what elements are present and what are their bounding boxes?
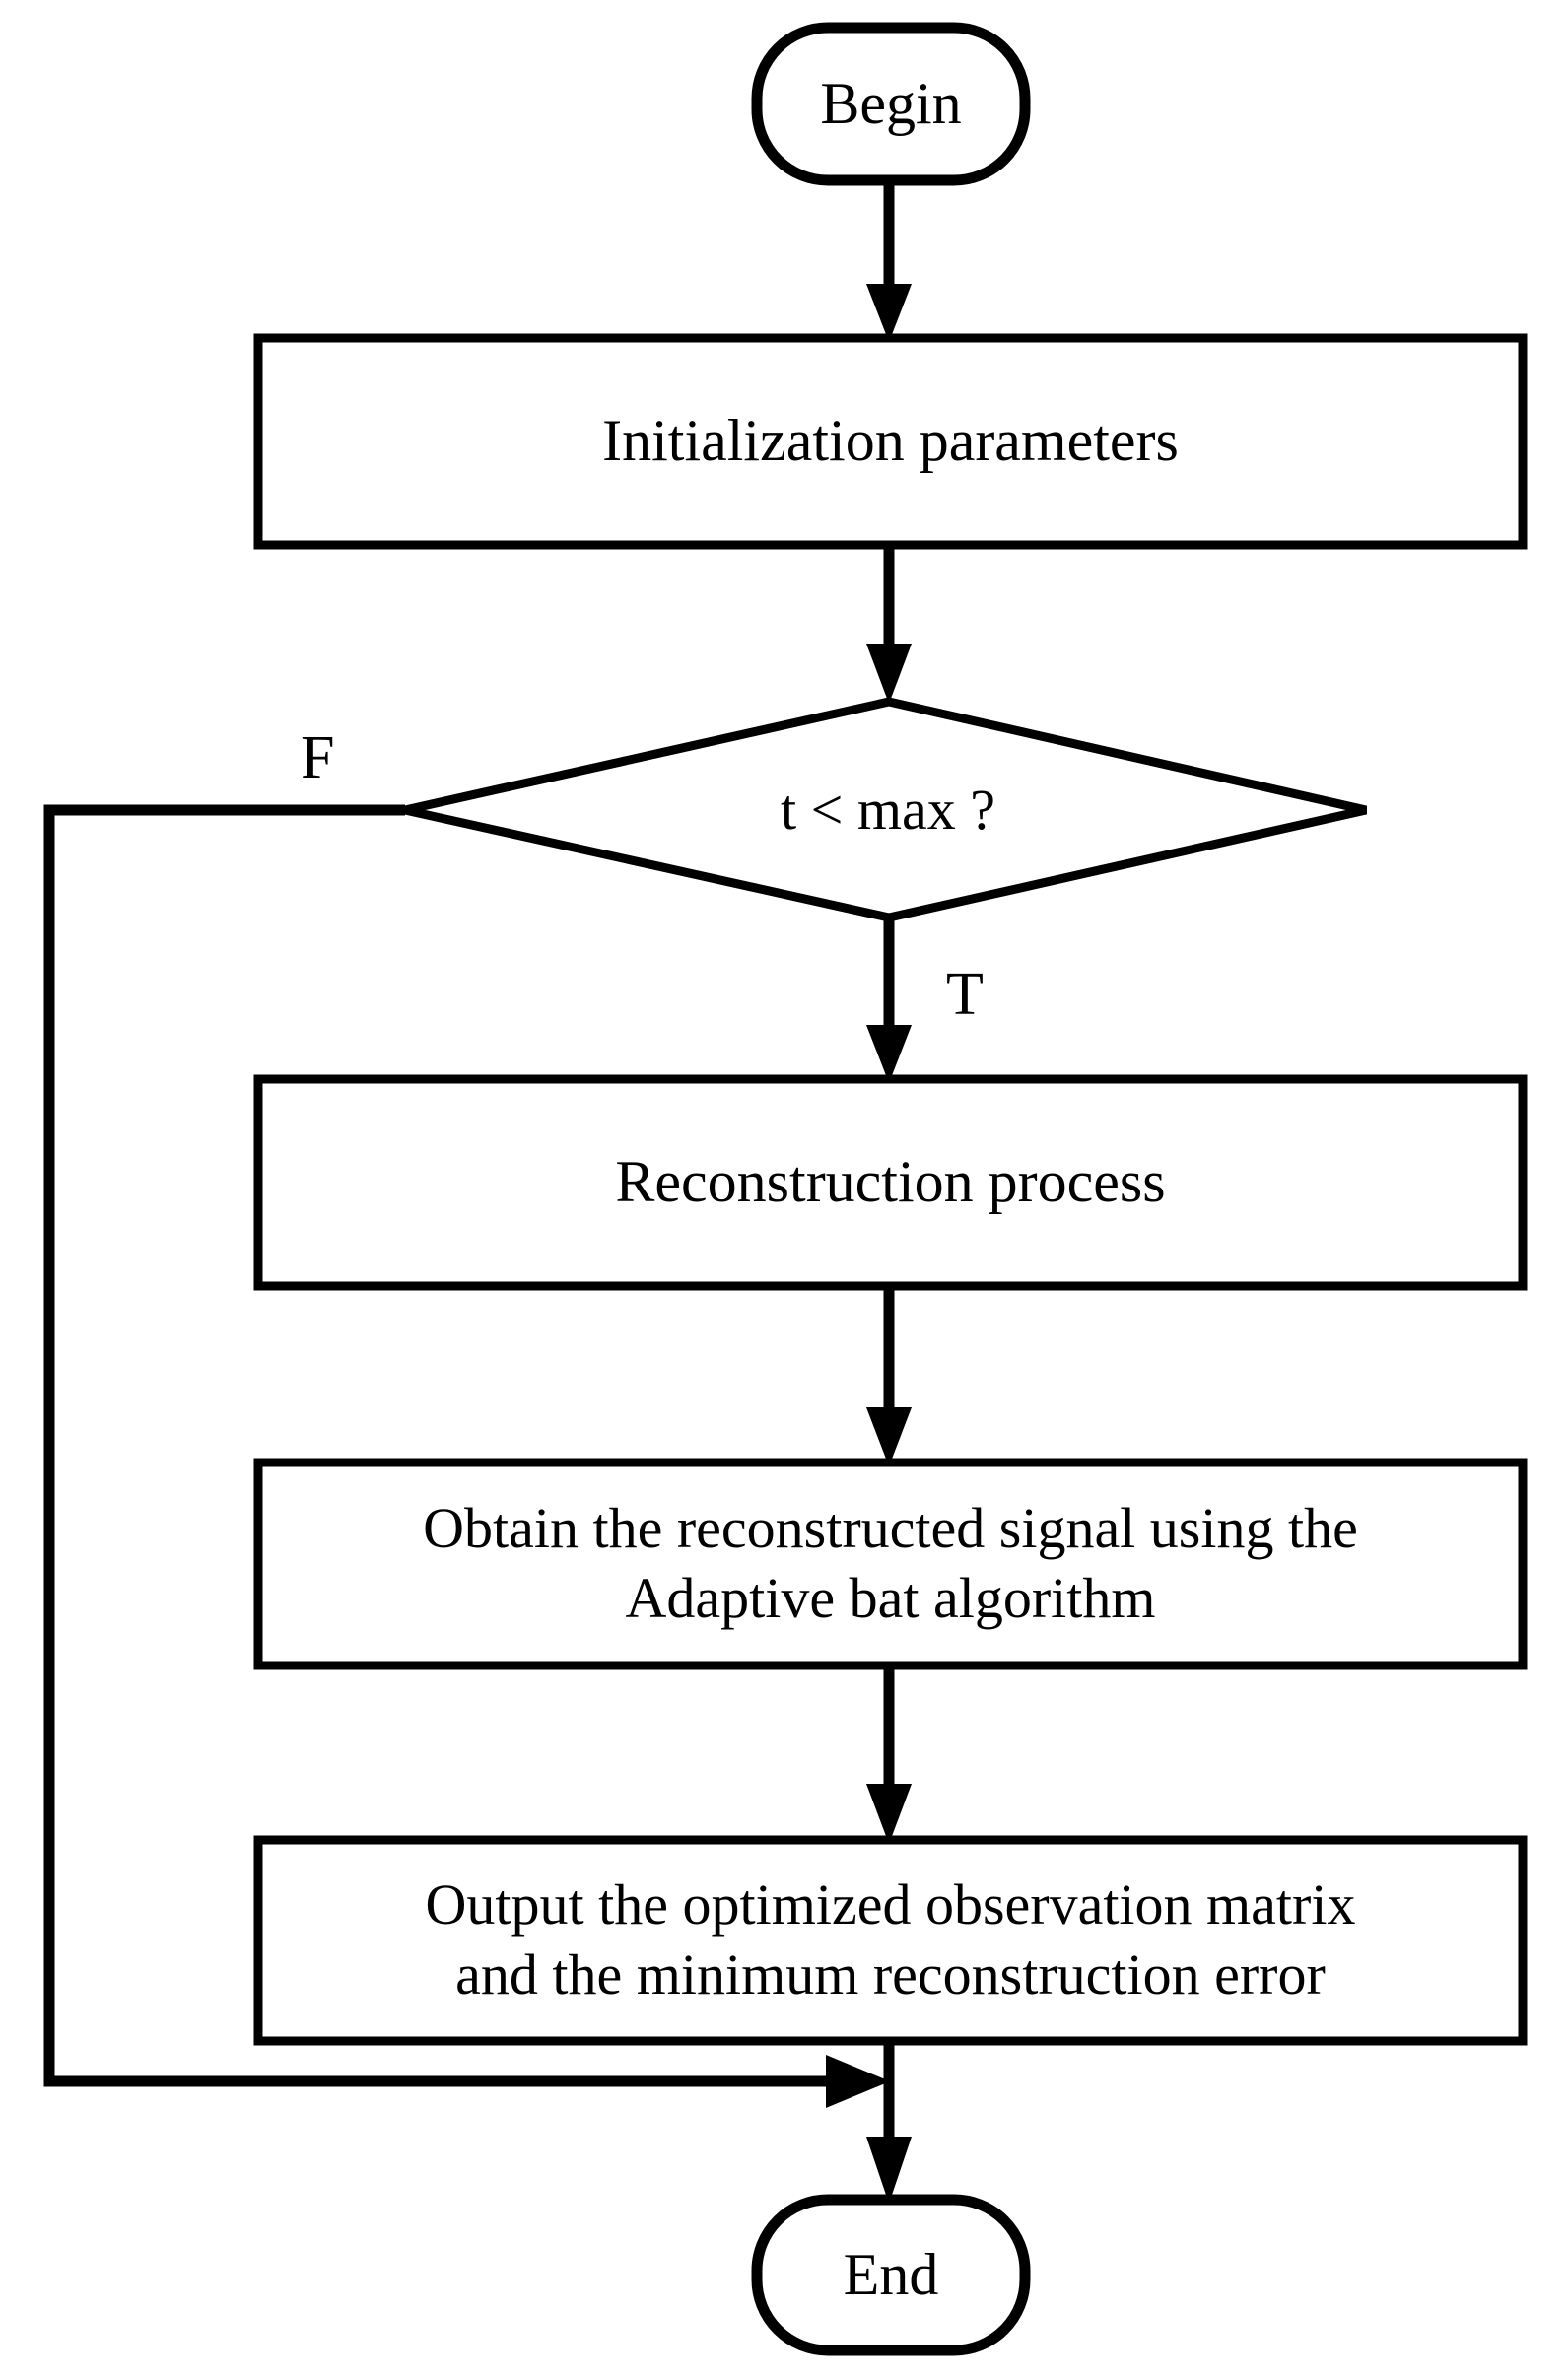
node-init-shape[interactable]: [253, 333, 1528, 550]
edge-reconstruction-to-obtain: [866, 1286, 912, 1466]
edge-obtain-to-output: [866, 1665, 912, 1844]
node-output-shape[interactable]: [253, 1835, 1528, 2046]
node-begin-shape[interactable]: [751, 22, 1031, 186]
edge-label-true: T: [946, 961, 984, 1028]
node-obtain-shape[interactable]: [253, 1458, 1528, 1670]
node-end-shape[interactable]: [751, 2194, 1031, 2356]
edge-decision-false-feedback: [43, 804, 890, 2108]
edge-output-to-end: [866, 2041, 912, 2204]
node-decision-shape[interactable]: [404, 697, 1367, 922]
edge-init-to-decision: [866, 545, 912, 704]
node-reconstruction-shape[interactable]: [253, 1074, 1528, 1291]
edge-decision-true-to-reconstruction: [866, 918, 912, 1083]
edge-label-false: F: [301, 724, 335, 791]
edge-begin-to-init: [866, 180, 912, 342]
